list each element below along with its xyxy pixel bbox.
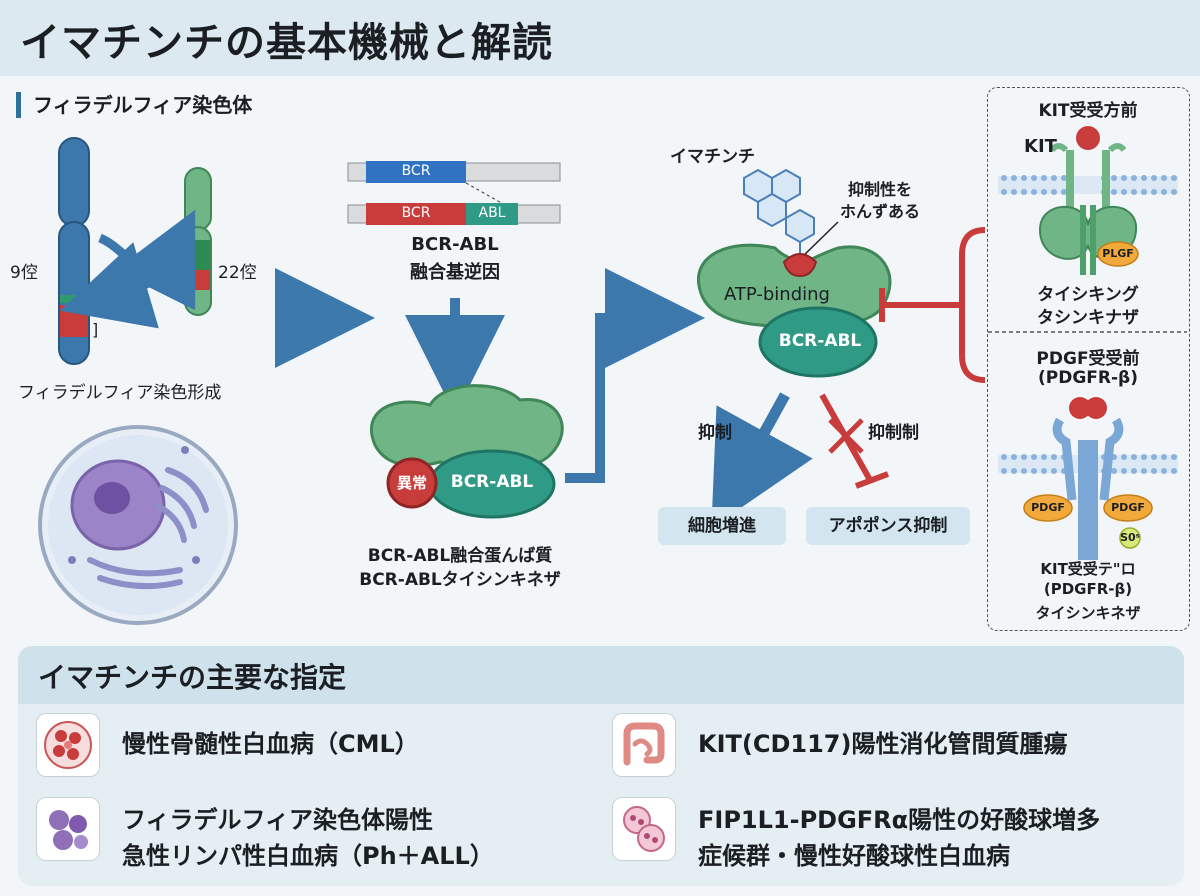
inhibit-note-line1: 抑制性を (847, 180, 912, 199)
bcr-abl-protein (369, 384, 564, 519)
bracket-mark: ] (92, 320, 99, 339)
pdgf-caption-line3: タイシンキネザ (1035, 604, 1141, 622)
inhibit-note-line2: ホんずある (839, 202, 920, 221)
imatinib-molecule-icon (743, 168, 815, 258)
inhibit-right-label: 抑制制 (868, 423, 919, 443)
blood-cells-icon (36, 713, 100, 777)
inhibit-left-label: 抑制 (698, 423, 732, 443)
kit-caption-line1: タイシキング (1037, 285, 1139, 305)
atp-binding-complex (697, 243, 892, 378)
fusion-gene (347, 161, 561, 225)
indications-title: イマチンチの主要な指定 (38, 661, 347, 694)
pdgf-domain-left-label: PDGF (1031, 501, 1065, 514)
imatinib-label: イマチンチ (670, 147, 755, 167)
pointer-line (799, 221, 839, 260)
blocked-path-right (819, 393, 890, 489)
receptor-inhibition-bracket (879, 227, 986, 383)
kit-domain-label: PLGF (1102, 247, 1134, 260)
inhibit-arrow-left (711, 392, 813, 529)
title-bar (0, 0, 1200, 76)
kit-title: KIT受受方前 (1038, 101, 1138, 121)
eosinophils-icon (612, 797, 676, 861)
chromosome-caption: フィラデルフィア染色形成 (18, 383, 222, 403)
indications-header (18, 646, 1184, 704)
abnormal-label: 異常 (396, 474, 427, 492)
indication-hes-line1: FIP1L1-PDGFRα陽性の好酸球増多 (698, 806, 1101, 834)
lymphocytes-icon (36, 797, 100, 861)
bcr-bottom-label: BCR (401, 205, 431, 221)
gene-caption-line1: BCR-ABL (411, 234, 499, 255)
pdgf-receptor (998, 397, 1178, 560)
abl-label: ABL (478, 205, 506, 221)
pdgf-small-label: S0ˢ (1120, 531, 1140, 544)
chromosome-9 (58, 137, 90, 365)
pdgf-title-line1: PDGF受受前 (1036, 349, 1140, 369)
mechanism-bcr-abl-label: BCR-ABL (778, 331, 862, 351)
indication-cml: 慢性骨髄性白血病（CML） (122, 730, 419, 758)
translocation-arrows (59, 209, 196, 329)
mechanism-diagram (38, 126, 1187, 625)
gene-caption-line2: 融合基逆因 (410, 262, 500, 283)
kit-receptor (998, 126, 1178, 275)
receptor-panel (987, 87, 1190, 631)
pdgf-title-line2: (PDGFR-β) (1038, 368, 1138, 388)
page-title: イマチンチの基本機械と解読 (20, 20, 553, 66)
cell-illustration (38, 425, 238, 625)
chromosome-9-label: 9倥 (10, 263, 38, 283)
protein-caption-line2: BCR-ABLタイシンキネザ (359, 570, 561, 590)
chromosome-22-label: 22倥 (218, 263, 257, 283)
arrow-to-mechanism (565, 268, 705, 483)
indication-gist: KIT(CD117)陽性消化管間質腫瘍 (698, 730, 1068, 758)
kit-label: KIT (1024, 136, 1057, 157)
pdgf-caption-line2: (PDGFR-β) (1043, 580, 1133, 598)
pdgf-caption-line1: KIT受受テ"ロ (1040, 560, 1136, 578)
protein-bcr-abl-label: BCR-ABL (450, 472, 534, 492)
indication-hes-line2: 症候群・慢性好酸球性白血病 (698, 842, 1010, 870)
chromosome-22 (184, 167, 212, 316)
chromosome-section-label: フィラデルフィア染色体 (16, 92, 252, 118)
indication-ph-all-line1: フィラデルフィア染色体陽性 (122, 806, 434, 834)
indication-ph-all-line2: 急性リンパ性白血病（Ph＋ALL） (122, 842, 494, 870)
bcr-top-label: BCR (401, 163, 431, 179)
outcome-cell-proliferation: 細胞増進 (658, 507, 786, 545)
intestine-icon (612, 713, 676, 777)
outcome-apoptosis-suppression: アポポンス抑制 (806, 507, 970, 545)
pdgf-domain-right-label: PDGF (1111, 501, 1145, 514)
kit-caption-line2: タシンキナザ (1037, 308, 1139, 328)
protein-caption-line1: BCR-ABL融合蛋んば質 (367, 546, 553, 566)
atp-binding-label: ATP-binding (724, 284, 830, 305)
